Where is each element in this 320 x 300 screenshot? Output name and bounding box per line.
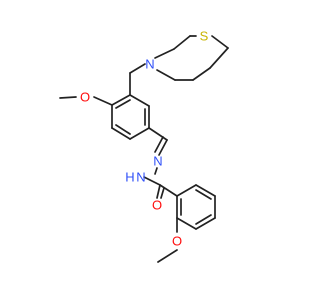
atom-label-oxygen: O — [152, 198, 162, 213]
atom-label-nitrogen: N — [136, 170, 145, 185]
bond — [154, 136, 164, 153]
bond — [111, 94, 131, 106]
bond — [158, 139, 168, 156]
bond — [195, 189, 212, 200]
atom-label-nitrogen: N — [145, 57, 154, 72]
bond — [93, 96, 113, 106]
bond — [176, 184, 197, 197]
atom-label-oxygen: O — [80, 90, 90, 105]
molecule-diagram: O N S N H N O O — [59, 29, 229, 263]
bond — [154, 48, 175, 59]
bond — [154, 167, 158, 175]
bonds — [59, 35, 229, 263]
bond — [157, 249, 178, 263]
bond — [195, 214, 212, 225]
bond — [195, 217, 216, 230]
bond — [59, 96, 77, 99]
atom-label-oxygen: O — [172, 234, 182, 249]
bond — [192, 67, 211, 81]
bond — [159, 184, 178, 197]
bond — [211, 35, 229, 49]
bond — [160, 187, 165, 199]
bond — [143, 176, 161, 186]
atom-label-hydrogen: H — [125, 170, 134, 185]
bond — [209, 47, 229, 69]
bond — [148, 127, 168, 141]
bond — [129, 94, 150, 107]
bond — [129, 63, 146, 74]
atom-label-sulfur: S — [200, 29, 209, 44]
bond — [115, 124, 131, 135]
atom-labels: O N S N H N O O — [80, 29, 209, 249]
bond — [115, 99, 131, 109]
atom-label-nitrogen: N — [153, 154, 162, 169]
bond — [111, 127, 131, 140]
bond — [173, 35, 191, 50]
bond — [156, 184, 161, 199]
bond — [176, 217, 197, 230]
bond — [156, 69, 176, 81]
bond — [129, 127, 150, 140]
bond — [195, 184, 216, 197]
